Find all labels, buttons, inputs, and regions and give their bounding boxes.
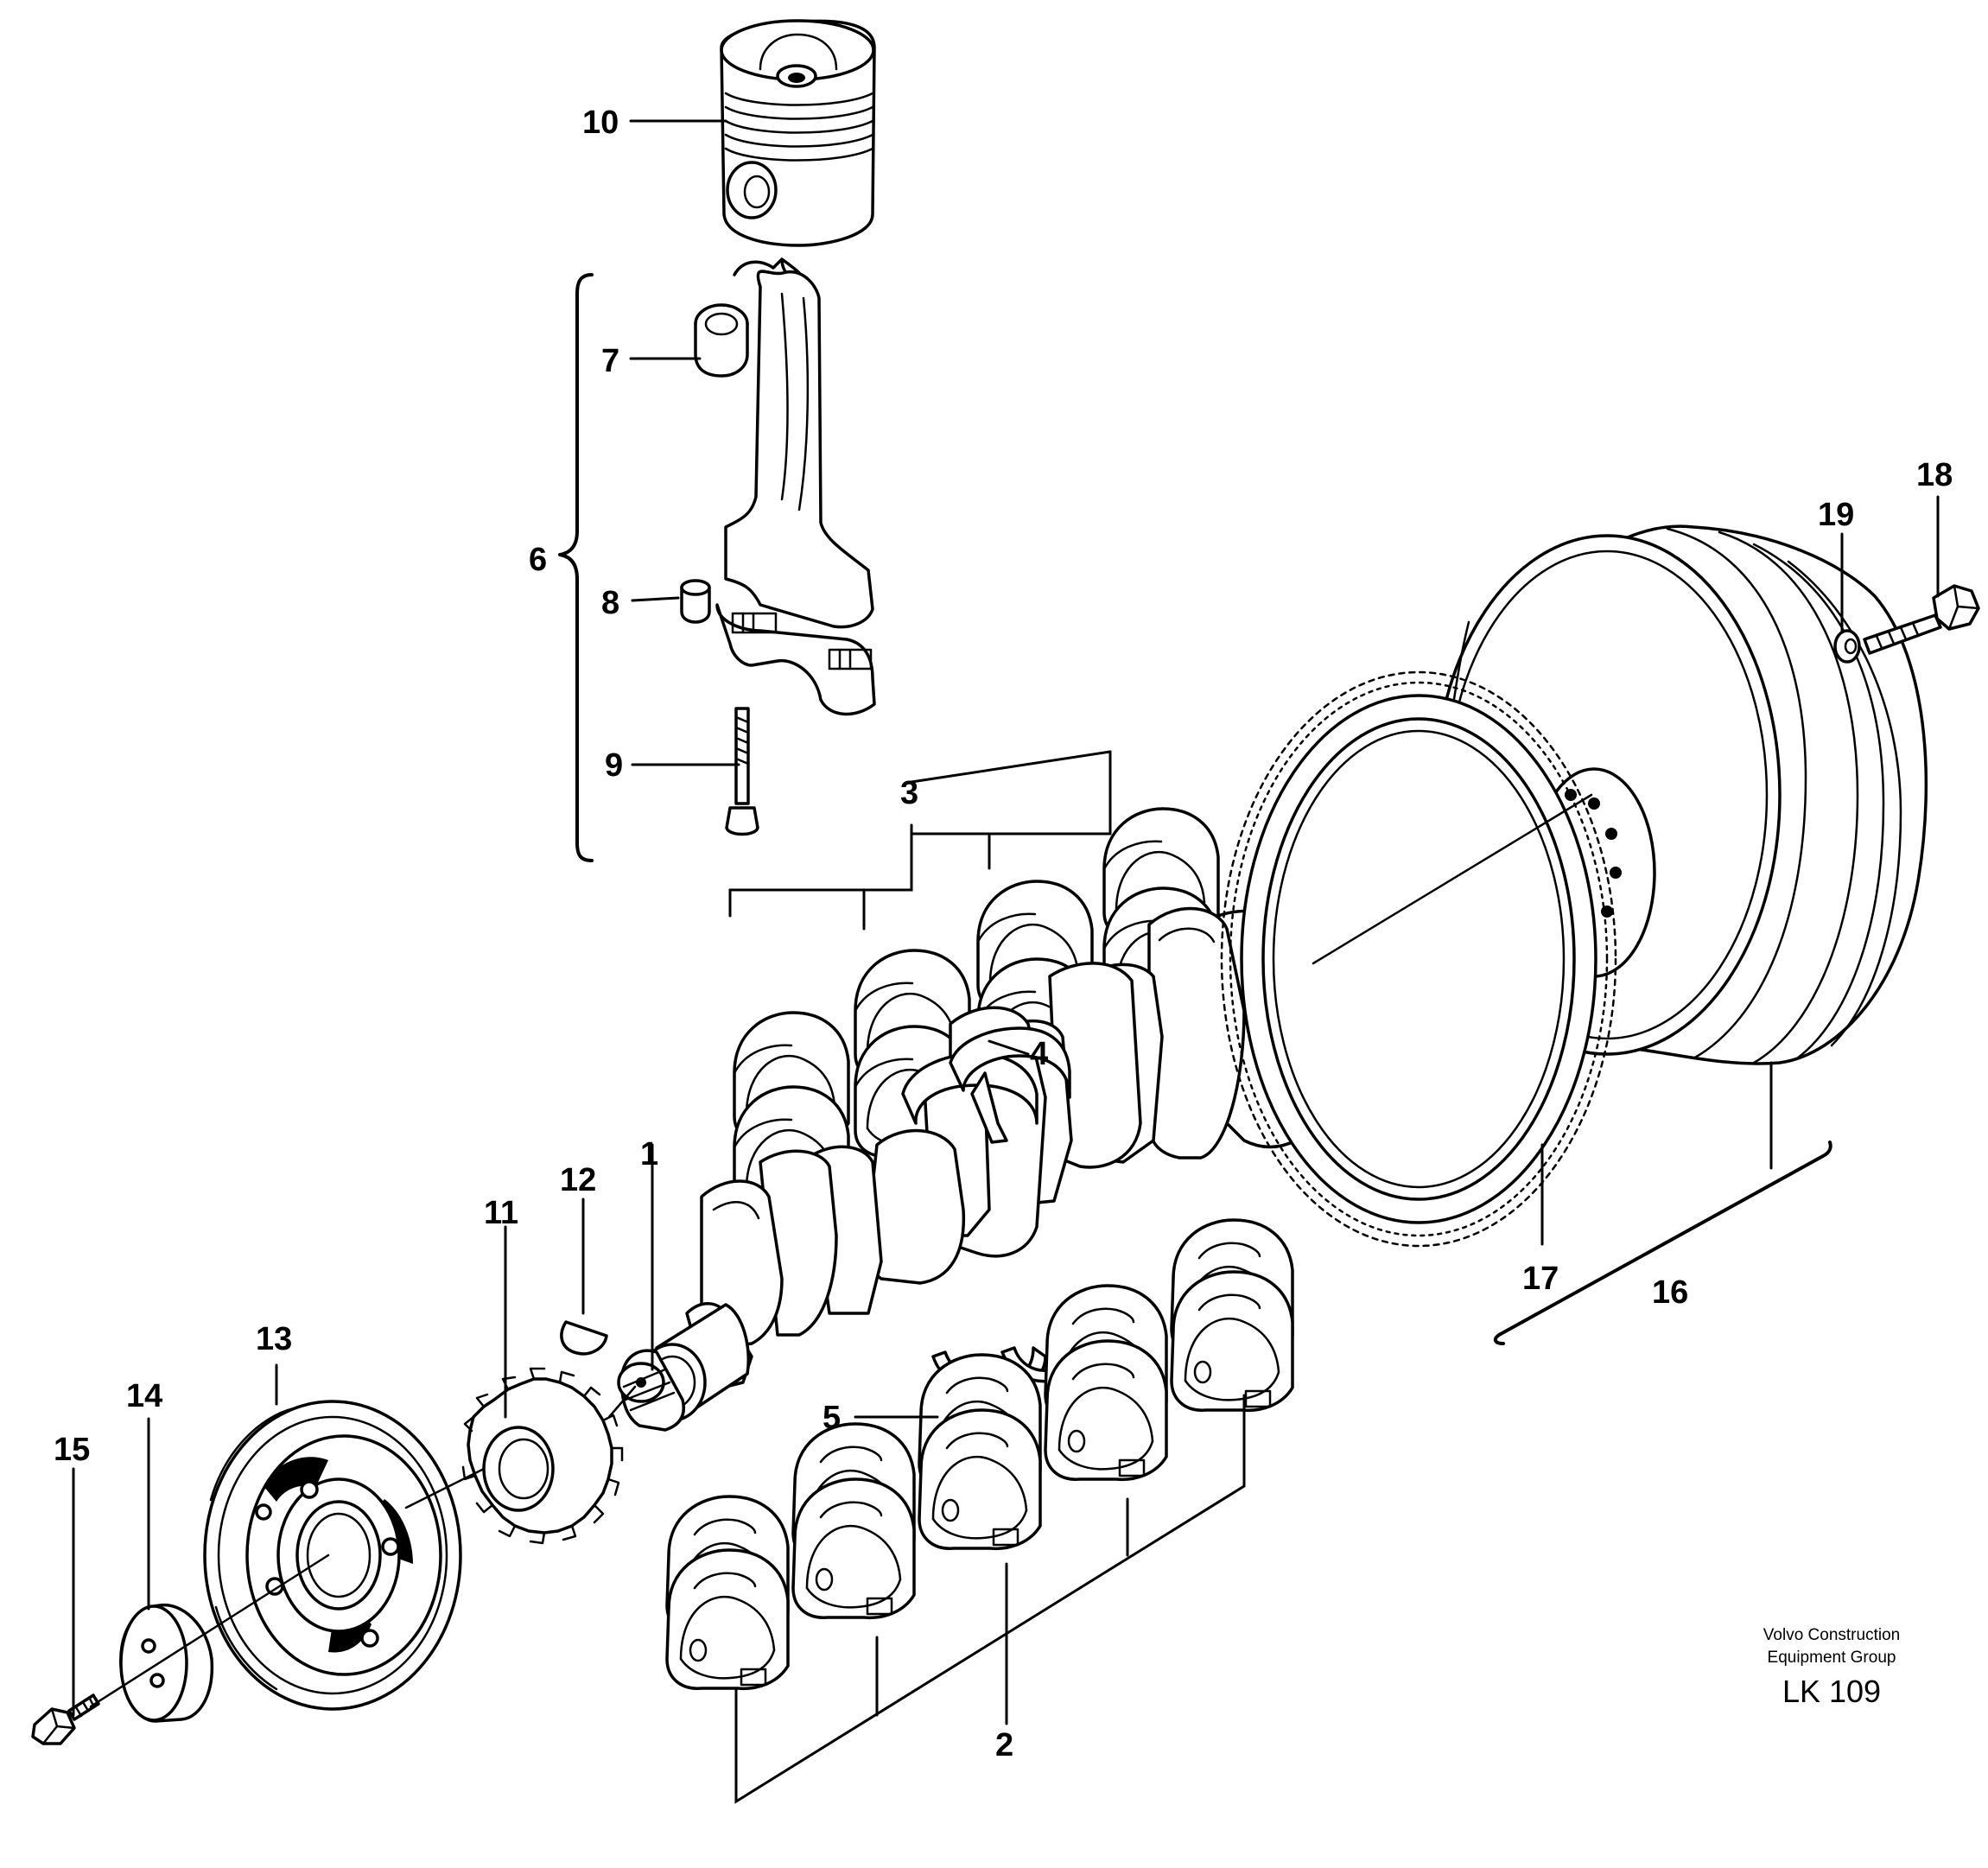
group-brace-6 (558, 273, 594, 862)
caption-line-2: Equipment Group (1768, 1649, 1896, 1667)
group-lines-2 (734, 1394, 1246, 1804)
flywheel-bolt (1863, 584, 1980, 655)
assembly-axis-lines (89, 793, 1593, 1708)
connecting-rod (694, 257, 876, 716)
caption-line-1: Volvo Construction (1763, 1626, 1900, 1644)
callout-2: 2 (995, 1727, 1013, 1763)
group-brace-16 (1493, 1140, 1832, 1345)
callout-9: 9 (605, 747, 623, 784)
callout-8: 8 (601, 585, 619, 621)
callout-1: 1 (640, 1136, 658, 1172)
callout-13: 13 (256, 1321, 292, 1357)
leader-lines (72, 119, 1940, 1725)
pulley-bolt (31, 1693, 100, 1745)
group-lines-3 (728, 750, 1112, 931)
callout-12: 12 (560, 1162, 596, 1198)
callout-4: 4 (1030, 1036, 1048, 1072)
piston (720, 19, 876, 247)
callout-6: 6 (529, 542, 547, 578)
callout-16: 16 (1652, 1274, 1688, 1311)
callout-18: 18 (1916, 457, 1953, 493)
callout-14: 14 (126, 1378, 162, 1414)
thrust-washers-upper (901, 1026, 1071, 1144)
dowel-sleeve (680, 579, 711, 624)
callout-3: 3 (900, 775, 918, 811)
caption-code: LK 109 (1782, 1674, 1881, 1709)
callout-labels: 1 2 3 4 5 6 7 8 9 10 11 12 13 14 15 16 1… (54, 105, 1953, 1763)
publisher-caption: Volvo Construction Equipment Group LK 10… (1763, 1626, 1900, 1709)
callout-7: 7 (601, 343, 619, 379)
flywheel-washer (1833, 629, 1861, 664)
rod-bolt (725, 707, 759, 836)
woodruff-key (560, 1320, 608, 1356)
callout-19: 19 (1818, 497, 1854, 533)
ring-gear (1220, 670, 1617, 1248)
crank-pulley (203, 1400, 462, 1711)
callout-5: 5 (823, 1400, 841, 1436)
damper-washer (119, 1603, 214, 1723)
crankshaft-gear (461, 1367, 624, 1545)
callout-10: 10 (582, 105, 619, 141)
callout-17: 17 (1522, 1261, 1559, 1297)
callout-15: 15 (54, 1432, 90, 1468)
callout-11: 11 (484, 1195, 518, 1231)
